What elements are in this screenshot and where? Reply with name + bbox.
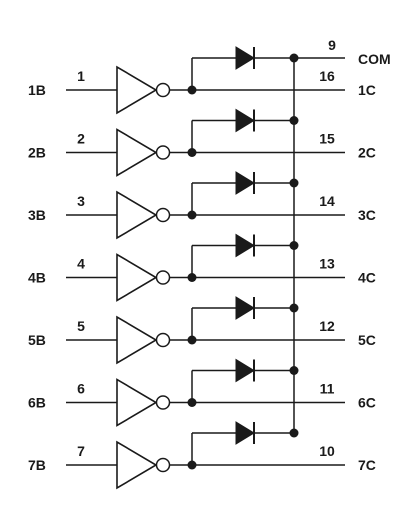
inverter-bubble xyxy=(155,207,171,223)
buffer-triangle xyxy=(116,65,158,115)
channel-5: 5B 5 12 5C xyxy=(28,296,376,365)
diode-triangle xyxy=(235,46,255,70)
input-pin-number: 6 xyxy=(77,381,85,397)
buffer-triangle xyxy=(116,378,158,427)
buffer-triangle xyxy=(116,440,158,490)
input-pin-number: 2 xyxy=(77,131,85,147)
diode-triangle xyxy=(235,296,255,320)
input-label: 6B xyxy=(28,395,46,411)
inverter-bubble xyxy=(155,270,171,285)
channel-4: 4B 4 13 4C xyxy=(28,233,376,302)
input-label: 1B xyxy=(28,82,46,98)
inverter-bubble xyxy=(155,145,171,160)
com-bus-dot xyxy=(289,366,299,375)
diode-triangle xyxy=(235,421,255,445)
buffer-triangle xyxy=(116,128,158,177)
output-label: 4C xyxy=(358,270,376,286)
input-pin-number: 4 xyxy=(77,256,85,272)
input-label: 7B xyxy=(28,457,46,473)
com-bus-dot xyxy=(289,116,299,125)
buffer-triangle xyxy=(116,253,158,302)
com-bus-dot xyxy=(289,241,299,250)
com-bus-dot xyxy=(289,428,299,438)
channel-3: 3B 3 14 3C xyxy=(28,171,376,240)
channel-1: 1B 1 16 1C xyxy=(28,46,376,115)
com-label: COM xyxy=(358,51,391,67)
diode-triangle xyxy=(235,358,255,383)
output-pin-number: 16 xyxy=(319,68,335,84)
channel-6: 6B 6 11 6C xyxy=(28,358,376,427)
com-bus-dot xyxy=(289,53,299,63)
input-pin-number: 7 xyxy=(77,443,85,459)
input-label: 3B xyxy=(28,207,46,223)
diode-triangle xyxy=(235,233,255,258)
channel-7: 7B 7 10 7C xyxy=(28,421,376,490)
input-label: 4B xyxy=(28,270,46,286)
inverter-bubble xyxy=(155,395,171,410)
output-pin-number: 15 xyxy=(319,131,335,147)
input-label: 5B xyxy=(28,332,46,348)
input-pin-number: 3 xyxy=(77,193,85,209)
output-label: 7C xyxy=(358,457,376,473)
buffer-triangle xyxy=(116,190,158,240)
output-label: 5C xyxy=(358,332,376,348)
input-pin-number: 5 xyxy=(77,318,85,334)
output-label: 3C xyxy=(358,207,376,223)
common-bus: 9 COM xyxy=(293,37,391,433)
input-pin-number: 1 xyxy=(77,68,85,84)
output-pin-number: 10 xyxy=(319,443,335,459)
inverter-bubble xyxy=(155,332,171,348)
output-pin-number: 11 xyxy=(320,381,335,397)
output-pin-number: 12 xyxy=(319,318,335,334)
inverter-bubble xyxy=(155,457,171,473)
diode-triangle xyxy=(235,108,255,133)
channels: 1B 1 16 1C 2B 2 15 2C 3B 3 14 3C 4B 4 13 4C 5B 5 12 5C 6B 6 11… xyxy=(28,46,376,490)
diode-triangle xyxy=(235,171,255,195)
inverter-bubble xyxy=(155,82,171,98)
input-label: 2B xyxy=(28,145,46,161)
output-pin-number: 13 xyxy=(319,256,335,272)
output-pin-number: 14 xyxy=(319,193,335,209)
com-pin-number: 9 xyxy=(328,37,336,53)
output-label: 6C xyxy=(358,395,376,411)
channel-2: 2B 2 15 2C xyxy=(28,108,376,177)
com-bus-dot xyxy=(289,178,299,188)
buffer-triangle xyxy=(116,315,158,365)
com-bus-dot xyxy=(289,303,299,313)
output-label: 2C xyxy=(358,145,376,161)
output-label: 1C xyxy=(358,82,376,98)
